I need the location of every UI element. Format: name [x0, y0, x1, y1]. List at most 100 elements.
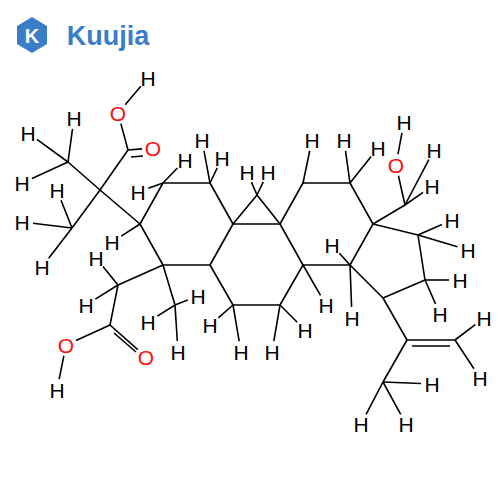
hydrogen-atom-label: H [170, 342, 185, 363]
atom-bond [350, 157, 371, 183]
hydrogen-atom-label: H [324, 235, 339, 256]
hydrogen-atom-label: H [264, 342, 279, 363]
atom-bond [346, 151, 350, 183]
atom-bond [218, 305, 233, 318]
atom-bond [257, 182, 263, 195]
atom-bond [157, 305, 175, 316]
hydrogen-atom-label: H [78, 295, 93, 316]
hydrogen-atom-label: H [336, 130, 351, 151]
logo-letter: K [25, 26, 39, 46]
atom-bond [175, 300, 188, 305]
atom-bond [33, 223, 72, 228]
hydrogen-atom-label: H [297, 320, 312, 341]
atom-bond [125, 86, 141, 104]
hydrogen-atom-label: H [14, 212, 29, 233]
hydrogen-atom-label: H [472, 368, 487, 389]
atom-bond [204, 151, 210, 183]
atom-bond [103, 267, 118, 285]
atom-bond [398, 176, 405, 205]
hydrogen-atom-label: H [432, 304, 447, 325]
hydrogen-atom-label: H [398, 414, 413, 435]
hydrogen-atom-label: H [424, 176, 439, 197]
watermark-brand: Kuujia [67, 23, 150, 50]
oxygen-atom-label: O [58, 335, 74, 356]
oxygen-atom-label: O [138, 347, 154, 368]
hydrogen-atom-label: H [177, 150, 192, 171]
atom-bond [76, 325, 110, 340]
atom-bond [233, 305, 239, 341]
atom-bond [383, 382, 401, 414]
atom-bond [366, 382, 383, 414]
atom-bond [455, 325, 475, 340]
atom-bond [121, 224, 140, 236]
atom-bond [59, 356, 64, 379]
atom-bond [339, 253, 350, 265]
atom-bond [37, 139, 68, 162]
atom-bond [303, 265, 321, 295]
atom-bond [210, 168, 217, 183]
atom-bond [110, 325, 138, 350]
hydrogen-atom-label: H [49, 180, 64, 201]
oxygen-atom-label: O [145, 138, 161, 159]
atom-bond [280, 305, 297, 322]
atom-bond [68, 129, 73, 162]
hydrogen-atom-label: H [202, 315, 217, 336]
oxygen-atom-label: O [388, 155, 404, 176]
atom-bond [383, 382, 421, 384]
atom-bond [175, 305, 177, 341]
atom-bond [303, 151, 310, 183]
hydrogen-atom-label: H [14, 173, 29, 194]
hydrogen-atom-label: H [20, 123, 35, 144]
atom-bond [128, 149, 142, 150]
atom-bond [455, 340, 474, 369]
hydrogen-atom-label: H [34, 257, 49, 278]
hydrogen-atom-label: H [318, 295, 333, 316]
atom-bond [418, 224, 442, 235]
hydrogen-atom-label: H [66, 108, 81, 129]
hydrogen-atom-label: H [88, 248, 103, 269]
atom-bond [274, 305, 280, 341]
hydrogen-atom-label: H [304, 130, 319, 151]
atom-bond [350, 265, 352, 307]
atom-bond [121, 124, 128, 150]
hydrogen-atom-label: H [460, 240, 475, 261]
hydrogen-atom-label: H [104, 232, 119, 253]
hydrogen-atom-label: H [194, 130, 209, 151]
hydrogen-atom-label: H [476, 308, 491, 329]
hydrogen-atom-label: H [214, 148, 229, 169]
hydrogen-atom-label: H [353, 414, 368, 435]
atom-bond [49, 228, 72, 258]
atom-bond [32, 162, 68, 178]
oxygen-atom-label: O [110, 103, 126, 124]
hydrogen-atom-label: H [233, 342, 248, 363]
carbon-bonds [68, 150, 455, 382]
atom-bond [61, 200, 72, 228]
hydrogen-atom-label: H [140, 68, 155, 89]
atom-bond [398, 133, 402, 154]
hydrogen-atom-label: H [130, 182, 145, 203]
atom-bond [425, 279, 449, 281]
atom-bond [418, 235, 457, 247]
hydrogen-atom-label: H [239, 162, 254, 183]
atom-bond [405, 192, 423, 205]
atom-bond [251, 182, 257, 195]
hydrogen-atom-label: H [452, 270, 467, 291]
hydrogen-atom-label: H [344, 308, 359, 329]
hydrogen-atom-label: H [424, 374, 439, 395]
atom-bond [95, 285, 118, 299]
hydrogen-atom-label: H [49, 380, 64, 401]
hydrogen-atom-label: H [140, 312, 155, 333]
hydrogen-atom-label: H [444, 210, 459, 231]
hydrogen-atom-label: H [370, 138, 385, 159]
hydrogen-atom-label: H [190, 286, 205, 307]
hydrogen-atom-label: H [426, 140, 441, 161]
hydrogen-atom-label: H [396, 112, 411, 133]
atom-bond [163, 168, 177, 183]
atom-bond [425, 280, 436, 304]
logo-hexagon [17, 17, 47, 53]
atom-bond [148, 183, 163, 188]
hydrogen-atom-label: H [260, 162, 275, 183]
